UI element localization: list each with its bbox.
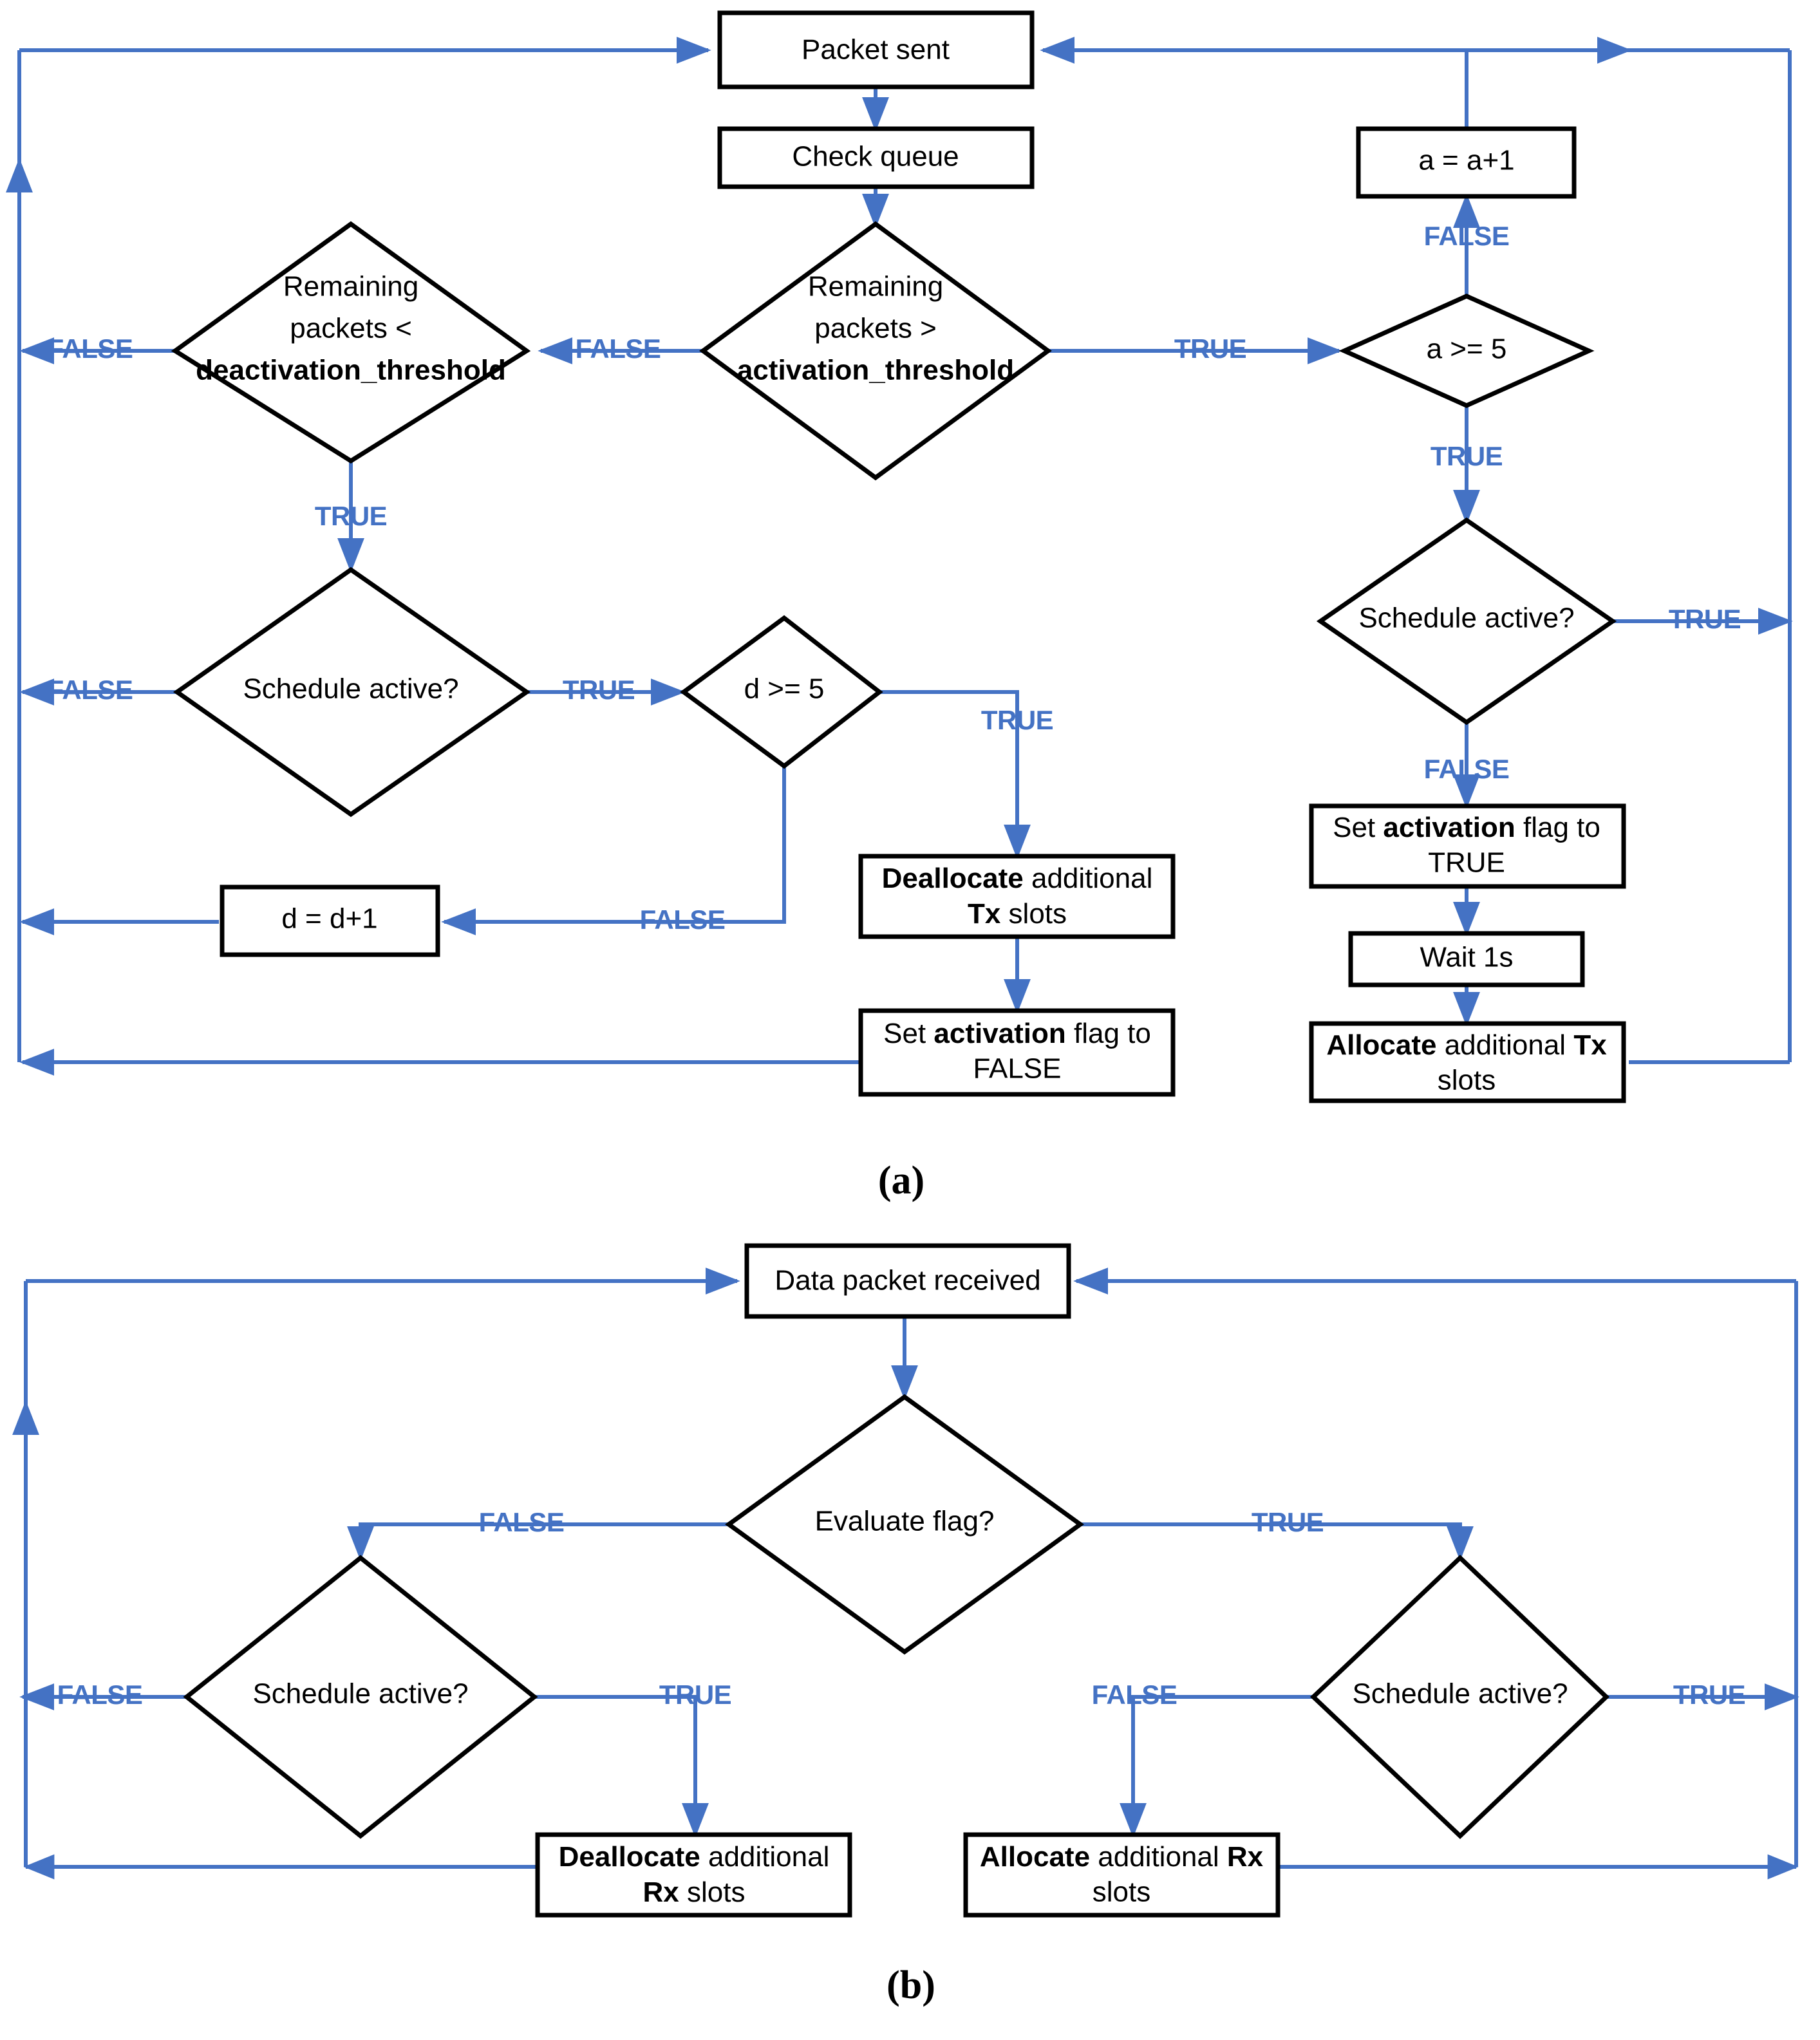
edge-label-deactivation-false: FALSE <box>48 333 133 364</box>
node-set-activation-true: Set activation flag to TRUE <box>1309 803 1626 889</box>
node-b-schedule-active-left-label: Schedule active? <box>252 1678 468 1710</box>
edge-b-evaluate-false <box>347 1522 729 1561</box>
node-check-queue-label: Check queue <box>792 141 959 173</box>
node-evaluate-flag-label: Evaluate flag? <box>815 1506 995 1537</box>
edge-label-b-evaluate-true: TRUE <box>1252 1507 1324 1537</box>
node-evaluate-flag: Evaluate flag? <box>725 1394 1084 1655</box>
node-d-ge-5-decision: d >= 5 <box>680 615 883 769</box>
node-deallocate-tx: Deallocate additional Tx slots <box>858 854 1176 939</box>
node-set-activation-false-line1: Set activation flag to <box>883 1018 1151 1049</box>
node-allocate-tx-line2: slots <box>1438 1065 1496 1096</box>
edge-label-activation-true: TRUE <box>1174 333 1246 364</box>
diagram-b-edges <box>12 1268 1799 1880</box>
node-a-counter: a = a+1 <box>1356 126 1577 199</box>
node-a-ge-5-decision: a >= 5 <box>1338 294 1595 408</box>
edge-b-sched-right-false <box>1120 1695 1313 1838</box>
node-deallocate-rx-line2: Rx slots <box>643 1876 746 1908</box>
edge-label-sched-left-true: TRUE <box>563 675 635 705</box>
diagram-b-edge-labels: FALSE TRUE FALSE TRUE FALSE TRUE <box>57 1507 1746 1710</box>
edge-d-ge-5-false <box>441 766 786 935</box>
node-allocate-rx: Allocate additional Rx slots <box>963 1832 1281 1918</box>
edge-label-sched-right-true: TRUE <box>1669 604 1741 634</box>
node-deallocate-tx-line1: Deallocate additional <box>882 863 1153 894</box>
node-wait-1s: Wait 1s <box>1348 931 1585 987</box>
edge-b-sched-left-true <box>534 1695 709 1838</box>
node-check-queue: Check queue <box>717 126 1035 189</box>
node-set-activation-true-line1: Set activation flag to <box>1333 812 1600 843</box>
caption-b: (b) <box>887 1963 935 2007</box>
edge-label-deactivation-true: TRUE <box>315 501 387 531</box>
edge-label-sched-left-false: FALSE <box>48 675 133 705</box>
node-allocate-tx: Allocate additional Tx slots <box>1309 1021 1626 1103</box>
node-deallocate-rx-line1: Deallocate additional <box>559 1841 830 1873</box>
node-deallocate-rx: Deallocate additional Rx slots <box>535 1832 852 1918</box>
node-schedule-active-left-label: Schedule active? <box>243 673 458 705</box>
deactivation-decision-line3: deactivation_threshold <box>196 355 506 386</box>
node-b-schedule-active-right: Schedule active? <box>1309 1555 1610 1839</box>
node-allocate-rx-line1: Allocate additional Rx <box>980 1841 1264 1873</box>
edge-label-d-ge-5-false: FALSE <box>640 904 726 935</box>
node-set-activation-true-line2: TRUE <box>1428 847 1505 879</box>
edge-b-evaluate-true <box>1080 1522 1474 1561</box>
activation-decision-line3: activation_threshold <box>737 355 1014 386</box>
caption-a: (a) <box>878 1159 924 1202</box>
edge-label-b-sched-left-false: FALSE <box>57 1680 143 1710</box>
node-allocate-rx-line2: slots <box>1093 1876 1150 1908</box>
node-schedule-active-right-label: Schedule active? <box>1358 603 1574 634</box>
diagram-a-edge-labels: FALSE TRUE FALSE TRUE FALSE TRUE TRUE FA… <box>48 221 1741 935</box>
edge-label-b-evaluate-false: FALSE <box>479 1507 565 1537</box>
edge-label-a-ge-5-true: TRUE <box>1431 441 1503 471</box>
node-d-ge-5-label: d >= 5 <box>744 673 825 705</box>
node-schedule-active-right: Schedule active? <box>1316 517 1617 725</box>
node-set-activation-false: Set activation flag to FALSE <box>858 1008 1176 1097</box>
node-data-packet-received-label: Data packet received <box>774 1265 1040 1296</box>
node-d-counter: d = d+1 <box>220 884 440 957</box>
deactivation-decision-line2: packets < <box>290 313 412 344</box>
edge-d-ge-5-true <box>879 690 1031 859</box>
node-d-counter-label: d = d+1 <box>281 903 377 935</box>
edge-label-d-ge-5-true: TRUE <box>981 705 1053 735</box>
node-deactivation-threshold-decision: Remaining packets < deactivation_thresho… <box>171 221 531 464</box>
edge-label-b-sched-left-true: TRUE <box>659 1680 731 1710</box>
deactivation-decision-line1: Remaining <box>283 271 418 303</box>
node-b-schedule-active-left: Schedule active? <box>183 1555 538 1839</box>
edge-label-b-sched-right-false: FALSE <box>1092 1680 1177 1710</box>
node-activation-threshold-decision: Remaining packets > activation_threshold <box>699 221 1052 481</box>
node-set-activation-false-line2: FALSE <box>973 1053 1062 1085</box>
node-a-ge-5-label: a >= 5 <box>1427 333 1507 365</box>
node-packet-sent: Packet sent <box>717 10 1035 89</box>
activation-decision-line1: Remaining <box>808 271 943 303</box>
activation-decision-line2: packets > <box>814 313 937 344</box>
edge-label-activation-false: FALSE <box>576 333 661 364</box>
node-data-packet-received: Data packet received <box>744 1243 1071 1319</box>
node-allocate-tx-line1: Allocate additional Tx <box>1326 1029 1607 1061</box>
diagram-a-edges <box>5 37 1793 1076</box>
edge-label-sched-right-false: FALSE <box>1424 754 1510 784</box>
edge-label-b-sched-right-true: TRUE <box>1673 1680 1745 1710</box>
node-packet-sent-label: Packet sent <box>802 34 950 66</box>
edge-label-a-ge-5-false: FALSE <box>1424 221 1510 251</box>
node-wait-1s-label: Wait 1s <box>1420 942 1513 973</box>
node-b-schedule-active-right-label: Schedule active? <box>1352 1678 1568 1710</box>
node-a-counter-label: a = a+1 <box>1418 145 1514 176</box>
node-deallocate-tx-line2: Tx slots <box>968 898 1067 930</box>
node-schedule-active-left: Schedule active? <box>173 566 531 818</box>
